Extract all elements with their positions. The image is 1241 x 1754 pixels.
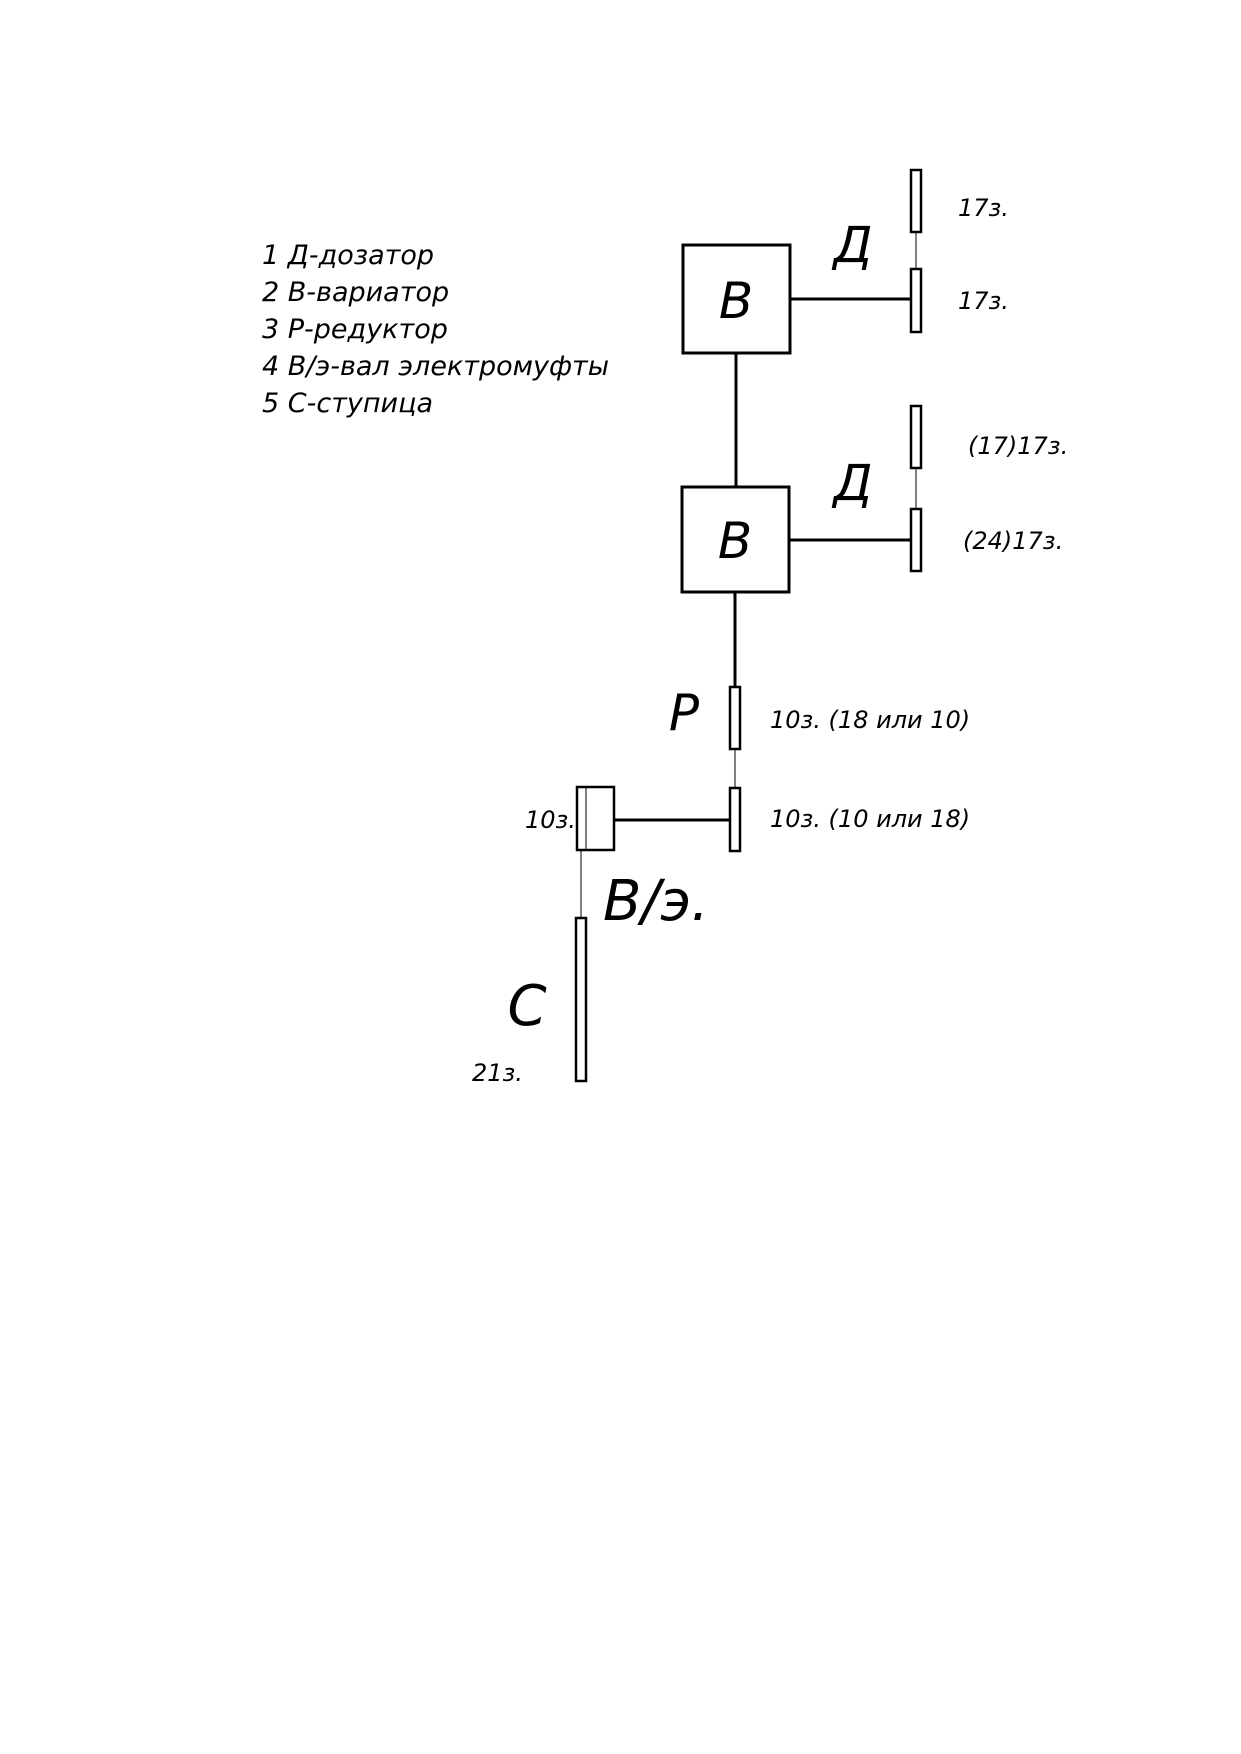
doser-bottom-lower-gear: [909, 507, 923, 573]
reducer-upper-gear: [728, 685, 742, 751]
legend-item-1: 1 Д-дозатор: [262, 240, 434, 271]
doser-top-upper-label: 17з.: [958, 194, 1009, 222]
variator-bottom-label: В: [718, 512, 752, 570]
reducer-upper-label: 10з. (18 или 10): [770, 706, 970, 734]
doser-top-letter: Д: [831, 216, 872, 274]
hub-gear-label: 21з.: [472, 1059, 523, 1087]
clutch-gear: [575, 785, 616, 852]
legend-item-2: 2 В-вариатор: [262, 277, 449, 308]
doser-top-lower-gear: [909, 267, 923, 334]
reducer-lower-label: 10з. (10 или 18): [770, 805, 970, 833]
variator-bottom-box: [680, 485, 791, 594]
hub-letter: С: [507, 974, 546, 1039]
legend: 1 Д-дозатор 2 В-вариатор 3 Р-редуктор 4 …: [262, 240, 609, 419]
legend-item-5: 5 С-ступица: [262, 388, 433, 419]
legend-item-4: 4 В/э-вал электромуфты: [262, 351, 609, 382]
doser-bottom-lower-label: (24)17з.: [963, 527, 1063, 555]
doser-bottom-upper-gear: [909, 404, 923, 470]
clutch-gear-label: 10з.: [525, 806, 576, 834]
doser-bottom-letter: Д: [831, 454, 872, 512]
doser-bottom-upper-label: (17)17з.: [968, 432, 1068, 460]
variator-top-label: В: [719, 272, 753, 330]
clutch-shaft-letter: В/э.: [603, 869, 709, 934]
legend-item-3: 3 Р-редуктор: [262, 314, 448, 345]
variator-top-box: [681, 243, 792, 355]
doser-top-upper-gear: [909, 168, 923, 234]
hub-gear: [574, 916, 588, 1083]
doser-top-lower-label: 17з.: [958, 287, 1009, 315]
reducer-letter: Р: [669, 684, 700, 742]
reducer-lower-gear: [728, 786, 742, 853]
